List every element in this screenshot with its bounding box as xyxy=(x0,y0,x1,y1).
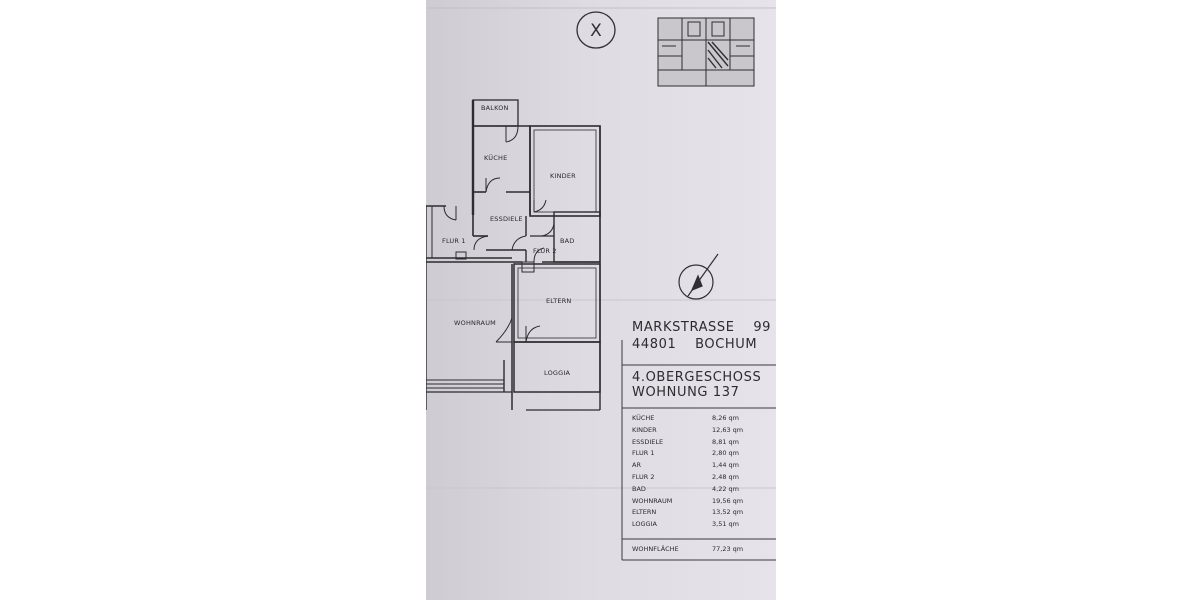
total-area-row: WOHNFLÄCHE 77,23 qm xyxy=(632,545,750,553)
area-room-value: 3,51 qm xyxy=(712,520,739,529)
room-label-wohnraum: WOHNRAUM xyxy=(454,319,496,327)
area-row: BAD 4,22 qm xyxy=(632,484,750,496)
area-room-value: 13,52 qm xyxy=(712,508,744,517)
room-label-balkon: BALKON xyxy=(481,104,509,112)
area-room-name: WOHNRAUM xyxy=(632,496,673,505)
room-label-eltern: ELTERN xyxy=(546,297,572,305)
area-room-name: BAD xyxy=(632,484,646,493)
city-name: BOCHUM xyxy=(695,337,758,352)
area-room-name: FLUR 1 xyxy=(632,449,655,458)
area-row: LOGGIA 3,51 qm xyxy=(632,519,750,531)
area-room-name: KÜCHE xyxy=(632,414,655,422)
area-room-value: 2,48 qm xyxy=(712,472,739,481)
area-room-value: 8,26 qm xyxy=(712,414,739,422)
street-name: MARKSTRASSE xyxy=(632,320,735,335)
postal-code: 44801 xyxy=(632,337,677,352)
area-row: WOHNRAUM 19,56 qm xyxy=(632,496,750,508)
area-room-name: ESSDIELE xyxy=(632,437,664,446)
address-line-city: 44801 BOCHUM xyxy=(632,337,757,353)
area-row: FLUR 1 2,80 qm xyxy=(632,448,750,460)
area-room-value: 1,44 qm xyxy=(712,461,739,470)
area-row: ELTERN 13,52 qm xyxy=(632,507,750,519)
floor-plan-sheet: X xyxy=(426,0,776,600)
apartment-walls xyxy=(426,99,601,411)
area-room-value: 2,80 qm xyxy=(712,449,739,458)
area-room-value: 4,22 qm xyxy=(712,484,739,493)
total-area-value: 77,23 qm xyxy=(712,545,744,553)
area-room-name: FLUR 2 xyxy=(632,472,655,481)
room-label-kueche: KÜCHE xyxy=(484,153,507,162)
area-room-name: ELTERN xyxy=(632,508,657,517)
area-row: KÜCHE 8,26 qm xyxy=(632,413,750,425)
room-label-bad: BAD xyxy=(560,237,575,245)
room-label-kinder: KINDER xyxy=(550,172,576,180)
area-room-value: 19,56 qm xyxy=(712,496,744,505)
area-row: KINDER 12,63 qm xyxy=(632,425,750,437)
area-row: AR 1,44 qm xyxy=(632,460,750,472)
area-room-name: LOGGIA xyxy=(632,520,657,529)
key-plan-thumbnail xyxy=(657,17,755,87)
marker-symbol: X xyxy=(590,21,602,41)
north-arrow-icon xyxy=(678,253,719,300)
room-label-loggia: LOGGIA xyxy=(544,369,570,377)
total-area-name: WOHNFLÄCHE xyxy=(632,545,679,553)
area-room-value: 8,81 qm xyxy=(712,437,739,446)
area-row: ESSDIELE 8,81 qm xyxy=(632,437,750,449)
area-room-name: KINDER xyxy=(632,425,657,434)
area-room-value: 12,63 qm xyxy=(712,425,744,434)
area-table: KÜCHE 8,26 qm KINDER 12,63 qm ESSDIELE 8,81 q… xyxy=(632,413,750,531)
apartment-label: WOHNUNG 137 xyxy=(632,385,740,400)
circled-marker: X xyxy=(576,11,616,49)
room-label-flur1: FLUR 1 xyxy=(442,237,466,245)
room-label-essdiele: ESSDIELE xyxy=(490,215,523,223)
door-swings xyxy=(443,125,555,343)
area-room-name: AR xyxy=(632,461,641,470)
street-number: 99 xyxy=(753,320,772,335)
room-label-flur2: FLUR 2 xyxy=(533,247,557,255)
area-row: FLUR 2 2,48 qm xyxy=(632,472,750,484)
floor-label: 4.OBERGESCHOSS xyxy=(632,370,762,385)
address-line-street: MARKSTRASSE 99 xyxy=(632,320,771,336)
floor-plan-drawing: X xyxy=(426,7,776,561)
